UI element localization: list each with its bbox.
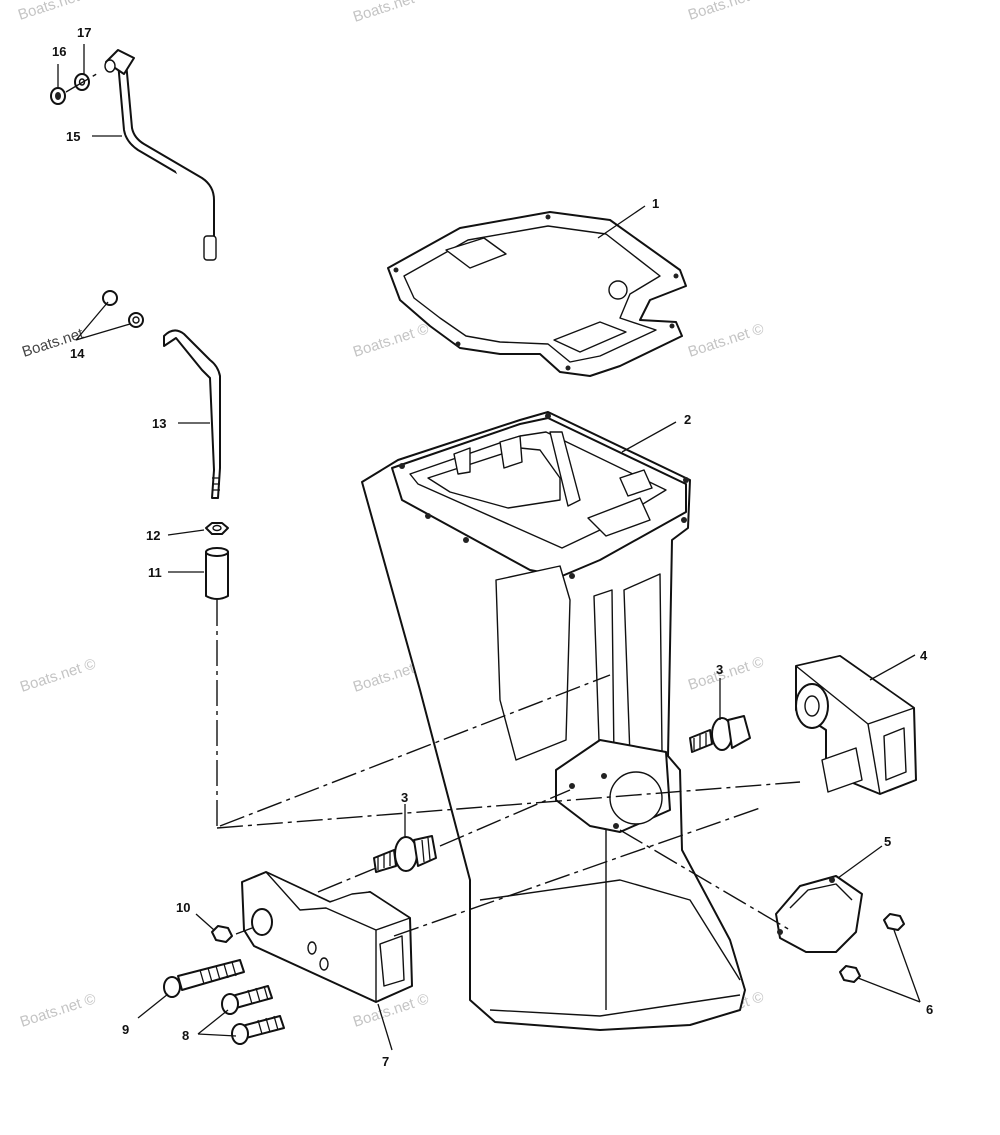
callout-16: 16 (52, 44, 66, 59)
part-4-upper-mount (795, 655, 917, 795)
watermark: Boats.net © (686, 0, 766, 24)
watermark: Boats.net © (351, 320, 431, 360)
callout-5: 5 (884, 834, 891, 849)
watermark: Boats.net © (686, 653, 766, 693)
callout-15: 15 (66, 129, 80, 144)
callout-14: 14 (70, 346, 85, 361)
callout-12: 12 (146, 528, 160, 543)
alignment-lines (216, 600, 801, 937)
callout-labels: 16 17 15 14 13 12 11 1 2 3 3 4 5 6 7 8 9… (52, 25, 933, 1069)
watermark: Boats.net © (18, 655, 98, 695)
part-12-nut (205, 522, 229, 535)
part-5-cover (775, 875, 863, 953)
callout-3-upper: 3 (716, 662, 723, 677)
watermark: Boats.net © (351, 0, 431, 26)
callout-13: 13 (152, 416, 166, 431)
part-10-nut (211, 925, 233, 943)
callout-4: 4 (920, 648, 928, 663)
callout-11: 11 (148, 565, 162, 580)
callout-6: 6 (926, 1002, 933, 1017)
part-16-nut (50, 87, 66, 105)
callout-8: 8 (182, 1028, 189, 1043)
part-9-bolt (163, 959, 245, 998)
part-7-lower-mount (241, 871, 413, 1003)
part-15-shift-rod (104, 49, 217, 261)
leader-lines (57, 44, 921, 1051)
callout-1: 1 (652, 196, 659, 211)
part-8-bolts (221, 985, 285, 1045)
callout-9: 9 (122, 1022, 129, 1037)
watermark: Boats.net © (18, 990, 98, 1030)
part-3-mount-stud-upper (689, 715, 751, 753)
part-6-screws (839, 913, 905, 983)
part-1-gasket (387, 211, 687, 377)
watermark: Boats.net © (16, 0, 96, 24)
part-13-shift-rod (163, 329, 221, 499)
part-14-fasteners (102, 290, 144, 328)
callout-2: 2 (684, 412, 691, 427)
callout-3-lower: 3 (401, 790, 408, 805)
callout-17: 17 (77, 25, 91, 40)
watermark: Boats.net © (686, 320, 766, 360)
callout-10: 10 (176, 900, 190, 915)
part-2-driveshaft-housing (361, 411, 746, 1031)
part-11-coupler (205, 547, 229, 600)
part-3-mount-stud-lower (373, 835, 437, 873)
callout-7: 7 (382, 1054, 389, 1069)
